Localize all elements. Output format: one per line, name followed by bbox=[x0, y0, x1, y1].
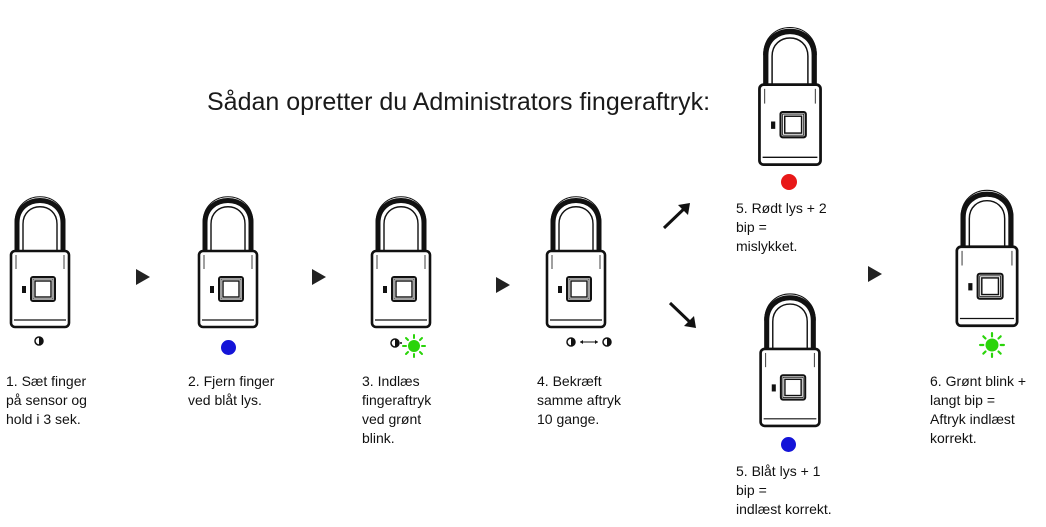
padlock-image-step-4 bbox=[541, 183, 611, 333]
blue-light-indicator bbox=[781, 437, 796, 452]
arrow-right-icon bbox=[493, 275, 513, 295]
page-title: Sådan opretter du Administrators fingera… bbox=[207, 88, 711, 116]
padlock-image-step-5-success bbox=[752, 280, 828, 432]
step-2-caption: 2. Fjern finger ved blåt lys. bbox=[188, 373, 275, 408]
padlock-image-step-3 bbox=[366, 183, 436, 333]
arrow-right-icon bbox=[865, 264, 885, 284]
red-light-indicator bbox=[781, 174, 797, 190]
arrow-up-right-icon bbox=[660, 200, 694, 232]
green-blink-icon bbox=[979, 332, 1005, 363]
arrow-right-icon bbox=[309, 267, 329, 287]
padlock-image-step-5-failed bbox=[752, 13, 828, 171]
green-blink-icon bbox=[402, 334, 426, 363]
repeat-icon bbox=[566, 334, 614, 352]
sensor-icon bbox=[34, 333, 44, 351]
step-5-success-caption: 5. Blåt lys + 1 bip = indlæst korrekt. bbox=[736, 463, 832, 517]
padlock-image-step-6 bbox=[950, 176, 1024, 332]
step-3-caption: 3. Indlæs fingeraftryk ved grønt blink. bbox=[362, 373, 432, 446]
step-5-failed-caption: 5. Rødt lys + 2 bip = mislykket. bbox=[736, 200, 827, 254]
padlock-image-step-2 bbox=[193, 183, 263, 333]
step-4-caption: 4. Bekræft samme aftryk 10 gange. bbox=[537, 373, 622, 427]
blue-light-indicator bbox=[221, 340, 236, 355]
arrow-right-icon bbox=[133, 267, 153, 287]
sensor-icon bbox=[390, 335, 402, 353]
padlock-image-step-1 bbox=[5, 183, 75, 333]
step-6-caption: 6. Grønt blink + langt bip = Aftryk indl… bbox=[930, 373, 1027, 446]
arrow-down-right-icon bbox=[666, 299, 700, 331]
step-1-caption: 1. Sæt finger på sensor og hold i 3 sek. bbox=[6, 373, 87, 427]
